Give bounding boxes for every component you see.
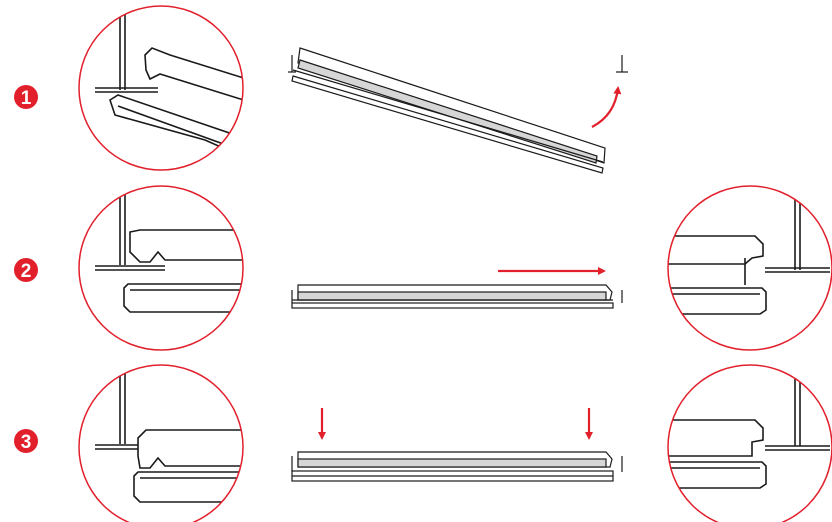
step-2-detail-right [667,185,832,351]
step-3-number: 3 [21,432,32,453]
step-2-hangers [291,290,623,303]
step-2-number: 2 [21,261,32,282]
step-1-badge: 1 [14,85,38,109]
step-3-detail-right [667,364,832,522]
step-2-panel [291,267,623,309]
step-2-badge: 2 [14,258,38,282]
step-1-number: 1 [21,88,32,109]
step-3-detail-left [78,364,244,522]
step-1-detail-view [78,5,244,171]
step-2: 2 [14,185,832,351]
step-3-panel [291,408,623,482]
step-2-detail-left [78,185,244,351]
step-3-hangers [291,456,623,472]
step-3-badge: 3 [14,429,38,453]
step-3: 3 [14,364,832,522]
step-1-hangers [288,55,628,73]
red-arrows-down [318,408,593,440]
red-curved-arrow-up [591,86,622,128]
step-1-panel [288,47,628,174]
step-1: 1 [14,5,628,174]
